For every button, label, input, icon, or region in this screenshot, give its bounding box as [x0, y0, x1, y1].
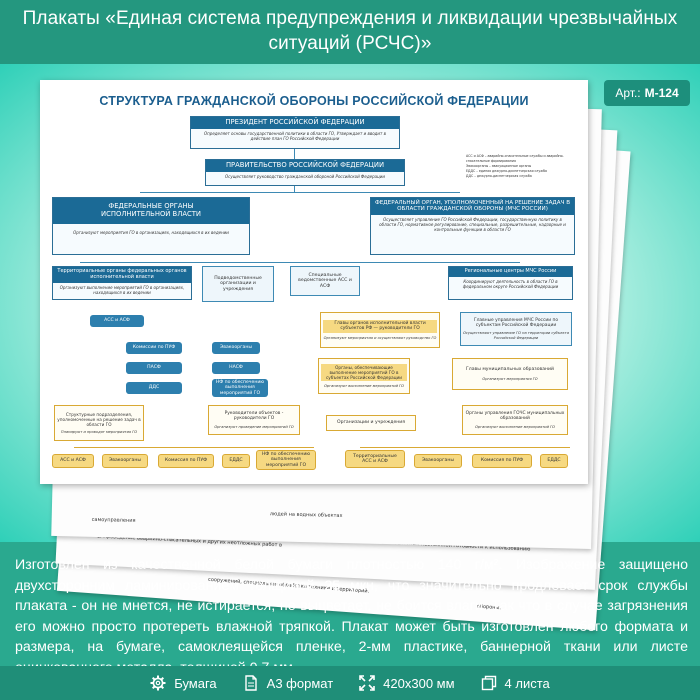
regional-centers-box: Региональные центры МЧС России Координир… [448, 266, 573, 300]
ass-asf-tile: АСС и АСФ [90, 315, 144, 327]
sheet-text: людей на водных объектах [269, 511, 343, 519]
document-icon [244, 675, 257, 691]
evac-tile: Эвакоорганы [212, 342, 260, 354]
bottom-tile: Комиссия по ПУФ [158, 454, 214, 468]
organizations-box: Организации и учреждения [326, 415, 416, 431]
subordinate-box: Подведомственные организации и учреждени… [202, 266, 274, 302]
main-departments-box: Главные управления МЧС России по субъект… [460, 312, 572, 346]
bottom-tile: Комиссия по ПУФ [472, 454, 532, 468]
regional-centers-body: Координируют деятельность в области ГО в… [462, 278, 559, 289]
spec-format: А3 формат [243, 675, 334, 691]
dds-tile: ДДС [126, 382, 182, 394]
regional-centers-header: Региональные центры МЧС России [449, 267, 572, 277]
municipal-header: Главы муниципальных образований [465, 367, 555, 373]
gear-icon [150, 675, 166, 691]
government-header: ПРАВИТЕЛЬСТВО РОССИЙСКОЙ ФЕДЕРАЦИИ [206, 160, 404, 172]
connector [140, 192, 460, 193]
support-bodies-body: Организуют выполнение мероприятий ГО [324, 383, 404, 388]
territorial-box: Территориальные органы федеральных орган… [52, 266, 192, 300]
legend: АСС и АСФ – аварийно-спасательные службы… [466, 154, 578, 179]
bottom-tile: Эвакоорганы [414, 454, 462, 468]
pasf-tile: ПАСФ [126, 362, 182, 374]
structural-units-box: Структурные подразделения, уполномоченны… [54, 405, 144, 441]
bottom-tile: ЕДДС [540, 454, 568, 468]
nf-tile: НФ по обеспечению выполнения мероприятий… [212, 379, 268, 397]
structural-units-body: Планируют и проводят мероприятия ГО [60, 429, 138, 434]
support-bodies-header: Органы, обеспечивающие выполнение меропр… [321, 363, 407, 381]
bottom-tile: АСС и АСФ [52, 454, 94, 468]
nasf-tile: НАСФ [212, 362, 260, 374]
expand-icon [359, 675, 375, 691]
poster-sheet: СТРУКТУРА ГРАЖДАНСКОЙ ОБОРОНЫ РОССИЙСКОЙ… [40, 80, 588, 484]
connector [294, 186, 295, 192]
connector [360, 447, 570, 448]
spec-size: 420x300 мм [359, 675, 455, 691]
emercom-body: Осуществляет управление ГО Российской Фе… [379, 216, 566, 233]
government-box: ПРАВИТЕЛЬСТВО РОССИЙСКОЙ ФЕДЕРАЦИИ Осуще… [205, 159, 405, 186]
article-badge: Арт.: М-124 [604, 80, 690, 106]
poster-title: СТРУКТУРА ГРАЖДАНСКОЙ ОБОРОНЫ РОССИЙСКОЙ… [99, 94, 529, 108]
support-bodies-box: Органы, обеспечивающие выполнение меропр… [318, 358, 410, 394]
federal-bodies-header: ФЕДЕРАЛЬНЫЕ ОРГАНЫ ИСПОЛНИТЕЛЬНОЙ ВЛАСТИ [53, 198, 249, 224]
connector [294, 149, 295, 159]
connector [80, 262, 520, 263]
president-header: ПРЕЗИДЕНТ РОССИЙСКОЙ ФЕДЕРАЦИИ [191, 117, 399, 129]
subject-heads-header: Главы органов исполнительной власти субъ… [323, 320, 437, 333]
emercom-header: ФЕДЕРАЛЬНЫЙ ОРГАН, УПОЛНОМОЧЕННЫЙ НА РЕШ… [371, 198, 574, 215]
spec-label: 4 листа [504, 675, 550, 691]
page-title: Плакаты «Единая система предупреждения и… [22, 8, 678, 54]
territorial-header: Территориальные органы федеральных орган… [53, 267, 191, 283]
structural-units-header: Структурные подразделения, уполномоченны… [57, 411, 141, 427]
municipal-box: Главы муниципальных образований Организу… [452, 358, 568, 390]
article-value: М-124 [644, 86, 679, 100]
specs-footer: Бумага А3 формат 420x300 мм 4 листа [0, 666, 700, 700]
territorial-body: Организуют выполнение мероприятий ГО в о… [59, 284, 185, 295]
bottom-tile: Территориальные АСС и АСФ [345, 450, 405, 468]
article-label: Арт.: [615, 86, 641, 100]
main-departments-body: Осуществляют управление ГО на территории… [463, 331, 569, 340]
local-bodies-header: Органы управления ГОЧС муниципальных обр… [465, 411, 565, 422]
federal-bodies-box: ФЕДЕРАЛЬНЫЕ ОРГАНЫ ИСПОЛНИТЕЛЬНОЙ ВЛАСТИ… [52, 197, 250, 255]
org-heads-header: Руководители объектов - руководители ГО [224, 411, 284, 422]
puf-commission-tile: Комиссии по ПУФ [126, 342, 182, 354]
spec-paper: Бумага [150, 675, 217, 691]
special-departmental-box: Специальные ведомственные АСС и АСФ [290, 266, 360, 296]
municipal-body: Организуют мероприятия ГО [482, 376, 538, 381]
poster-stage: сооружений, специальная обработка техник… [0, 64, 700, 631]
spec-sheets: 4 листа [481, 675, 550, 691]
bottom-tile: НФ по обеспечению выполнения мероприятий… [256, 450, 316, 470]
president-box: ПРЕЗИДЕНТ РОССИЙСКОЙ ФЕДЕРАЦИИ Определяе… [190, 116, 400, 149]
org-heads-body: Организуют проведение мероприятий ГО [214, 424, 294, 429]
legend-item: ДДС – дежурно-диспетчерская служба [466, 173, 532, 178]
subject-heads-body: Организуют мероприятия и осуществляют ру… [323, 335, 437, 340]
product-description: Изготовлен из качественной белой бумаги … [15, 557, 688, 676]
main-departments-header: Главные управления МЧС России по субъект… [473, 317, 559, 329]
org-heads-box: Руководители объектов - руководители ГО … [208, 405, 300, 435]
legend-item: ЕДДС – единая дежурно-диспетчерская служ… [466, 168, 548, 173]
spec-label: Бумага [174, 675, 217, 691]
title-band [0, 0, 700, 64]
local-bodies-body: Организуют выполнение мероприятий ГО [475, 424, 555, 429]
legend-item: АСС и АСФ – аварийно-спасательные службы… [466, 154, 564, 163]
subject-heads-box: Главы органов исполнительной власти субъ… [320, 312, 440, 348]
spec-label: А3 формат [266, 675, 334, 691]
government-body: Осуществляет руководство гражданской обо… [225, 173, 385, 179]
connector [74, 447, 314, 448]
emercom-box: ФЕДЕРАЛЬНЫЙ ОРГАН, УПОЛНОМОЧЕННЫЙ НА РЕШ… [370, 197, 575, 255]
bottom-tile: ЕДДС [222, 454, 250, 468]
spec-label: 420x300 мм [383, 675, 455, 691]
sheet-text: самоуправления [91, 516, 136, 524]
local-bodies-box: Органы управления ГОЧС муниципальных обр… [462, 405, 568, 435]
legend-item: Эвакоорганы – эвакуационные органы [466, 163, 532, 168]
stack-icon [481, 675, 496, 691]
president-body: Определяет основы государственной полити… [204, 130, 386, 141]
federal-bodies-body: Организуют мероприятия ГО в организациях… [73, 229, 229, 235]
bottom-tile: Эвакоорганы [102, 454, 148, 468]
